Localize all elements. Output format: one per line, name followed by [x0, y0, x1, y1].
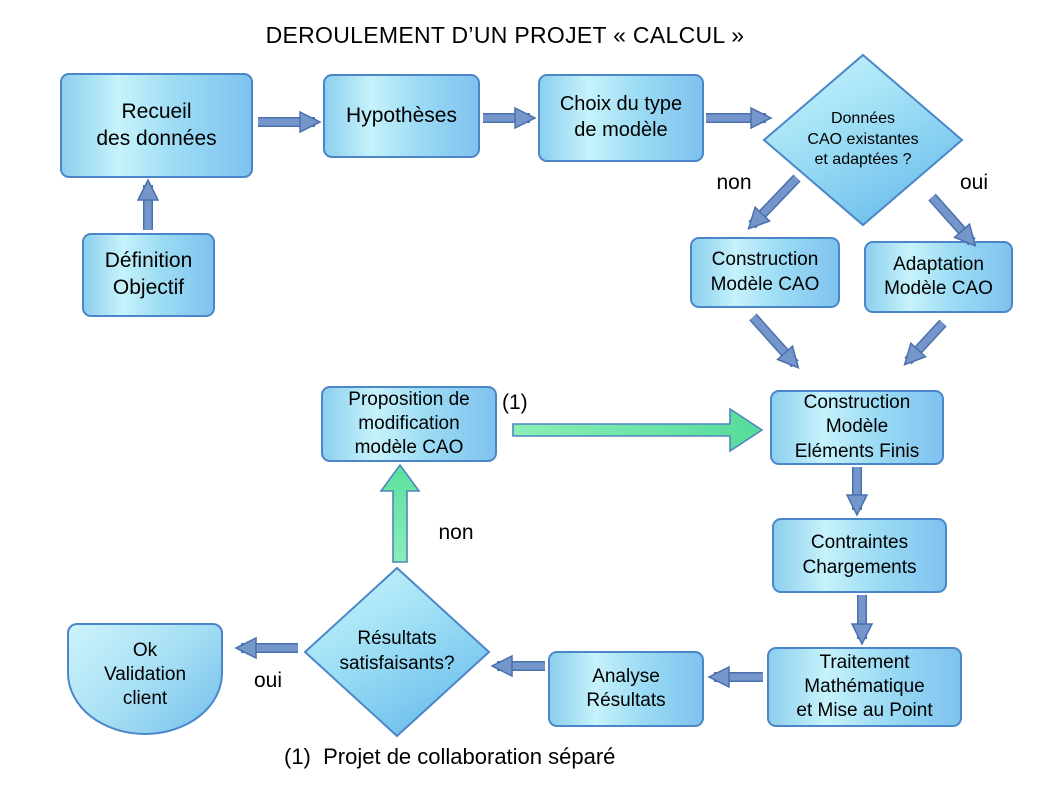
node-recueil-donnees: Recueil des données: [60, 73, 253, 178]
node-construction-modele-cao-label: Construction Modèle CAO: [710, 249, 820, 295]
node-hypotheses: Hypothèses: [323, 74, 480, 158]
node-choix-type-modele-label: Choix du type de modèle: [559, 93, 683, 141]
node-proposition-modification-label: Proposition de modification modèle CAO: [348, 388, 470, 459]
edge-label-ref-1: (1): [502, 391, 528, 414]
node-definition-objectif: Définition Objectif: [82, 233, 215, 317]
arrow-construction-cao-to-ef-outline: [749, 313, 799, 368]
arrow-construction-cao-to-ef: [750, 314, 800, 369]
decision-donnees-cao: Données CAO existantes et adaptées ?: [762, 53, 964, 227]
edge-label-non-bottom: non: [438, 521, 474, 544]
node-analyse-resultats-label: Analyse Résultats: [586, 665, 666, 711]
page-title: DEROULEMENT D’UN PROJET « CALCUL »: [265, 22, 745, 48]
node-contraintes-chargements-label: Contraintes Chargements: [802, 532, 917, 578]
footnote-ref-1: (1) Projet de collaboration séparé: [284, 744, 616, 769]
node-recueil-donnees-label: Recueil des données: [96, 99, 217, 150]
node-ok-validation-client: Ok Validation client: [67, 623, 223, 735]
node-construction-elements-finis-label: Construction Modèle Eléments Finis: [794, 392, 920, 462]
node-analyse-resultats: Analyse Résultats: [548, 651, 704, 727]
node-definition-objectif-label: Définition Objectif: [104, 249, 193, 299]
arrow-adaptation-cao-to-ef-outline: [904, 319, 947, 365]
arrow-adaptation-cao-to-ef: [903, 320, 946, 366]
node-proposition-modification: Proposition de modification modèle CAO: [321, 386, 497, 462]
edge-label-oui-top: oui: [959, 171, 989, 194]
node-ok-validation-client-label: Ok Validation client: [103, 639, 187, 710]
edge-label-oui-bottom: oui: [253, 669, 283, 692]
arrow-resultats-non-to-proposition: [379, 463, 421, 563]
decision-donnees-cao-label: Données CAO existantes et adaptées ?: [807, 109, 919, 169]
node-choix-type-modele: Choix du type de modèle: [538, 74, 704, 162]
node-construction-elements-finis: Construction Modèle Eléments Finis: [770, 390, 944, 465]
node-adaptation-modele-cao-label: Adaptation Modèle CAO: [884, 253, 993, 299]
decision-resultats-satisfaisants-shape: [303, 566, 491, 738]
node-hypotheses-label: Hypothèses: [346, 103, 457, 127]
decision-resultats-satisfaisants-label: Résultats satisfaisants?: [339, 628, 455, 674]
node-adaptation-modele-cao: Adaptation Modèle CAO: [864, 241, 1013, 313]
node-traitement-mathematique: Traitement Mathématique et Mise au Point: [767, 647, 962, 727]
decision-donnees-cao-shape: [762, 53, 964, 227]
arrow-proposition-to-elements-finis: [512, 407, 764, 453]
node-contraintes-chargements: Contraintes Chargements: [772, 518, 947, 593]
node-traitement-mathematique-label: Traitement Mathématique et Mise au Point: [796, 651, 933, 722]
node-construction-modele-cao: Construction Modèle CAO: [690, 237, 840, 308]
diamond-shape: [303, 566, 491, 738]
decision-resultats-satisfaisants: Résultats satisfaisants?: [303, 566, 491, 738]
diamond-shape: [762, 53, 964, 227]
edge-label-non-top: non: [716, 171, 752, 194]
